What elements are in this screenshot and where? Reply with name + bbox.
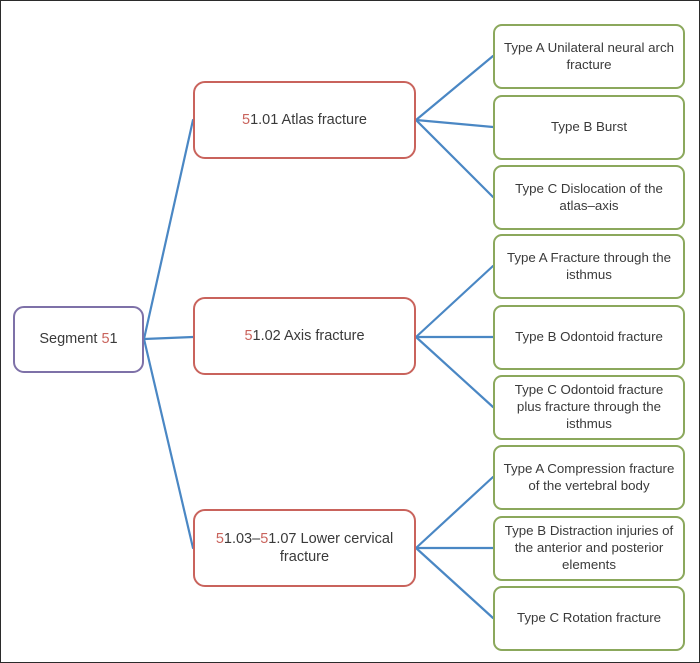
edge-cat-1-to-leaf-0: [414, 264, 495, 339]
edge-root-to-cat-1: [142, 335, 195, 341]
node-leaf-51-02-c[interactable]: Type C Odontoid fracture plus fracture t…: [493, 375, 685, 440]
edge-root-to-cat-2: [142, 337, 195, 550]
node-leaf-51-01-b-label: Type B Burst: [550, 119, 628, 135]
node-leaf-51-03-c[interactable]: Type C Rotation fracture: [493, 586, 685, 651]
node-leaf-51-03-a-label: Type A Compression fracture of the verte…: [503, 460, 675, 493]
node-category-51-02[interactable]: 51.02 Axis fracture: [193, 297, 416, 375]
node-leaf-51-03-b[interactable]: Type B Distraction injuries of the anter…: [493, 516, 685, 581]
edge-cat-2-to-leaf-2: [414, 546, 495, 620]
node-category-51-01-label: 51.01 Atlas fracture: [242, 111, 367, 128]
node-leaf-51-02-a[interactable]: Type A Fracture through the isthmus: [493, 234, 685, 299]
edge-cat-0-to-leaf-1: [414, 118, 495, 129]
node-category-51-01[interactable]: 51.01 Atlas fracture: [193, 81, 416, 159]
node-leaf-51-01-c-label: Type C Dislocation of the atlas–axis: [515, 180, 663, 213]
node-leaf-51-02-b[interactable]: Type B Odontoid fracture: [493, 305, 685, 370]
edge-cat-1-to-leaf-2: [414, 335, 495, 409]
node-leaf-51-03-c-label: Type C Rotation fracture: [516, 610, 662, 626]
node-leaf-51-01-a[interactable]: Type A Unilateral neural arch fracture: [493, 24, 685, 89]
node-category-51-03-07[interactable]: 51.03–51.07 Lower cervical fracture: [193, 509, 416, 587]
edge-cat-2-to-leaf-0: [414, 475, 495, 550]
node-leaf-51-02-c-label: Type C Odontoid fracture plus fracture t…: [514, 382, 664, 431]
edge-cat-0-to-leaf-2: [414, 118, 495, 199]
node-leaf-51-02-a-label: Type A Fracture through the isthmus: [506, 249, 672, 282]
node-root[interactable]: Segment 51: [13, 306, 144, 373]
node-root-label: Segment 51: [39, 331, 118, 348]
node-leaf-51-01-a-label: Type A Unilateral neural arch fracture: [503, 39, 674, 72]
node-leaf-51-01-b[interactable]: Type B Burst: [493, 95, 685, 160]
edge-root-to-cat-0: [142, 118, 195, 341]
edge-cat-0-to-leaf-0: [414, 54, 495, 122]
node-leaf-51-01-c[interactable]: Type C Dislocation of the atlas–axis: [493, 165, 685, 230]
node-leaf-51-02-b-label: Type B Odontoid fracture: [515, 329, 663, 345]
node-category-51-03-07-label: 51.03–51.07 Lower cervical fracture: [215, 530, 394, 565]
node-leaf-51-03-b-label: Type B Distraction injuries of the anter…: [504, 523, 674, 572]
node-leaf-51-03-a[interactable]: Type A Compression fracture of the verte…: [493, 445, 685, 510]
node-category-51-02-label: 51.02 Axis fracture: [244, 327, 365, 344]
